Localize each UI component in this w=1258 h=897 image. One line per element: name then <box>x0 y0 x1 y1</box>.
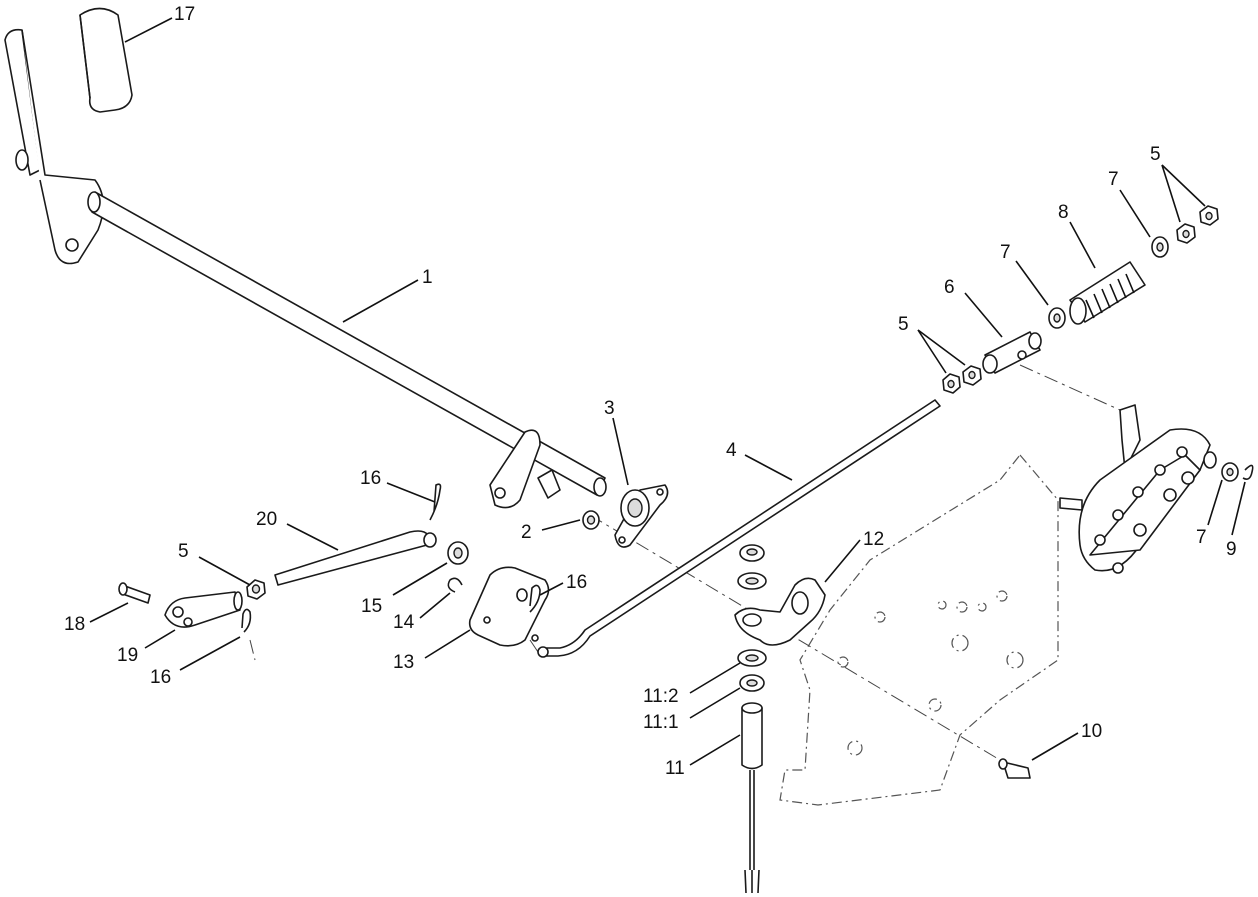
callout-numbers: 17 1 3 2 4 16 20 5 18 19 16 15 14 13 16 … <box>64 4 1237 779</box>
callout-5: 5 <box>178 541 189 562</box>
part-10-bolt <box>998 758 1031 779</box>
mounting-plate <box>779 454 1059 806</box>
callout-13: 13 <box>393 652 414 673</box>
part-12-switch-bracket <box>734 577 826 646</box>
part-19-clevis <box>164 591 243 628</box>
part-1-pedal-shaft <box>87 191 607 509</box>
part-5-nut-upper-b <box>1199 205 1219 226</box>
leader-lines <box>89 17 1246 766</box>
callout-16: 16 <box>150 667 171 688</box>
part-17-pedal-pad <box>79 7 133 113</box>
callout-6: 6 <box>944 277 955 298</box>
part-8-spring <box>1069 261 1146 325</box>
callout-11-1: 11:1 <box>643 712 679 733</box>
callout-18: 18 <box>64 614 85 635</box>
part-5-jam-nut-a <box>942 373 961 394</box>
callout-4: 4 <box>726 440 737 461</box>
callout-2: 2 <box>521 522 532 543</box>
callout-5: 5 <box>1150 144 1161 165</box>
part-16-hairpin-lower <box>241 608 252 633</box>
callout-10: 10 <box>1081 721 1102 742</box>
part-7-washer-b <box>1151 236 1169 258</box>
callout-11: 11 <box>665 758 685 779</box>
callout-3: 3 <box>604 398 615 419</box>
idler-arm-assembly <box>1059 404 1217 574</box>
part-5-jam-nut-b <box>962 365 982 386</box>
callout-7: 7 <box>1196 527 1207 548</box>
callout-15: 15 <box>361 596 382 617</box>
part-18-clevis-pin <box>118 582 151 604</box>
part-11-2-lockwasher <box>737 649 767 667</box>
part-5-nut-upper-a <box>1176 223 1196 244</box>
callout-11-2: 11:2 <box>643 686 679 707</box>
callout-7: 7 <box>1000 242 1011 263</box>
callout-12: 12 <box>863 529 884 550</box>
part-7-washer-c <box>1221 462 1239 482</box>
part-11-lockwasher-upper <box>737 572 767 590</box>
callout-19: 19 <box>117 645 138 666</box>
part-11-switch-body <box>741 702 763 894</box>
callout-9: 9 <box>1226 539 1237 560</box>
part-20-link-rod <box>274 530 437 586</box>
part-11-nut-upper <box>739 544 765 562</box>
part-16-hairpin-middle <box>529 584 541 613</box>
part-7-washer-a <box>1048 307 1066 329</box>
part-15-bushing <box>447 541 469 565</box>
callout-16: 16 <box>360 468 381 489</box>
callout-5: 5 <box>898 314 909 335</box>
callout-20: 20 <box>256 509 277 530</box>
callout-17: 17 <box>174 4 195 25</box>
pedal-arm <box>4 28 105 265</box>
part-6-spring-guide <box>982 331 1042 374</box>
assembly-center-lines <box>249 364 1121 761</box>
part-13-bracket <box>468 566 550 647</box>
part-5-nut-left <box>246 579 266 600</box>
part-14-e-clip <box>447 577 463 593</box>
part-3-flange-bearing <box>614 484 669 548</box>
part-9-clip <box>1242 464 1254 480</box>
callout-14: 14 <box>393 612 415 633</box>
part-2-bushing <box>582 510 600 530</box>
callout-1: 1 <box>422 267 433 288</box>
callout-16: 16 <box>566 572 587 593</box>
callout-7: 7 <box>1108 169 1119 190</box>
part-4-rod <box>537 399 941 658</box>
part-11-1-nut <box>739 674 765 692</box>
part-16-hairpin-upper <box>429 483 442 521</box>
callout-8: 8 <box>1058 202 1069 223</box>
